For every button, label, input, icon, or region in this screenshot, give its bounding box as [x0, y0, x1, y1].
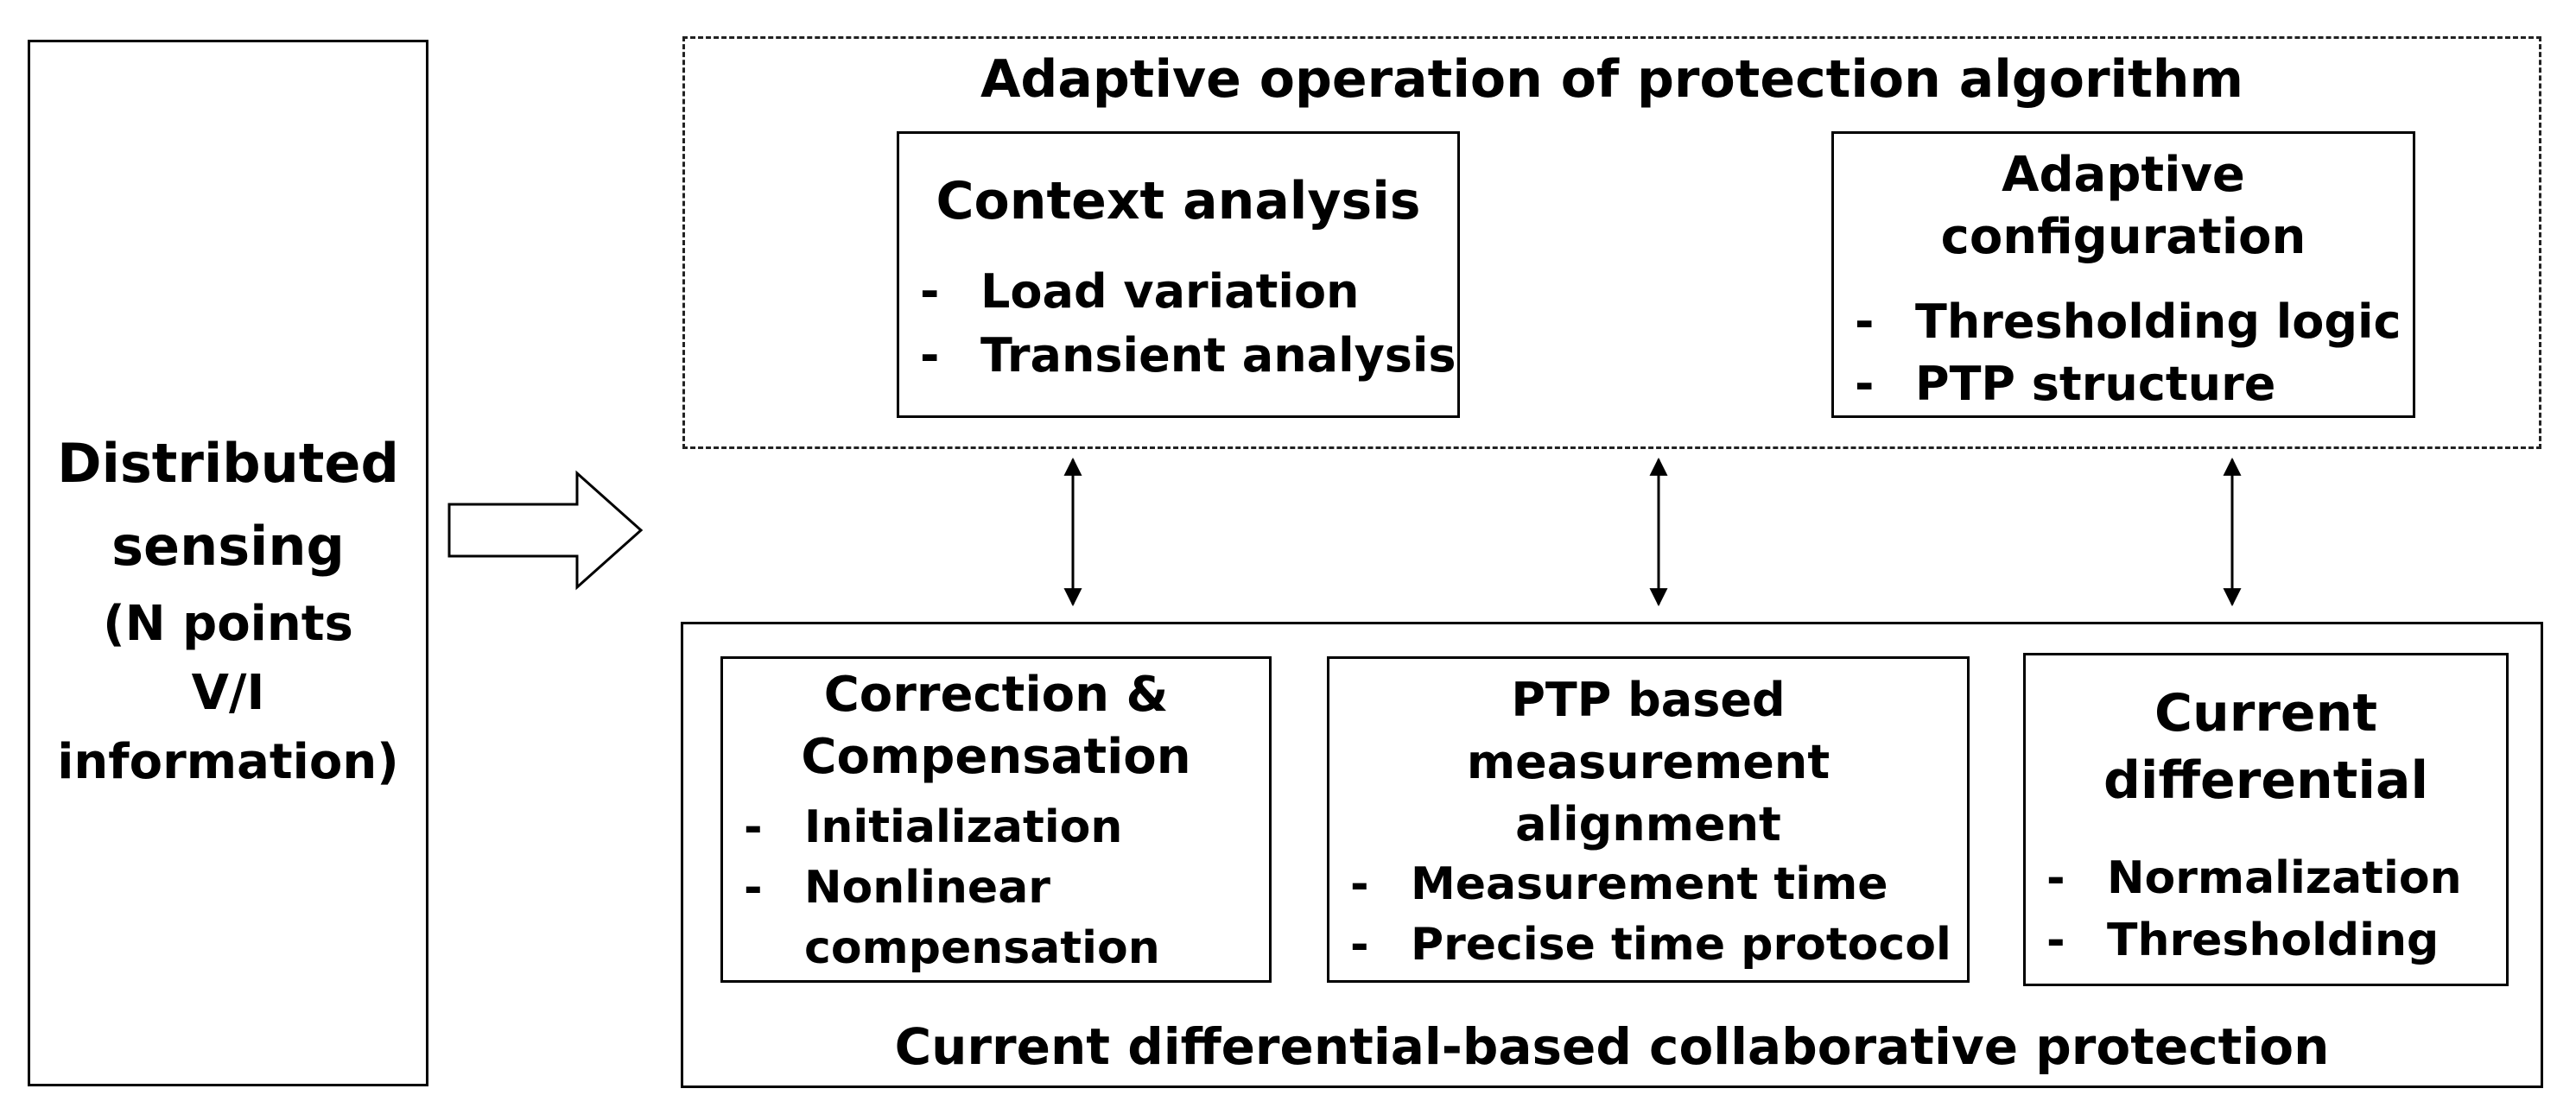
distributed-sensing-box: Distributed sensing (N points V/I inform… — [28, 40, 428, 1086]
ptp-alignment-box: PTP based measurement alignment -Measure… — [1327, 656, 1970, 983]
current-differential-box: Current differential -Normalization -Thr… — [2023, 653, 2509, 986]
list-item: -PTP structure — [1855, 357, 2276, 411]
list-item: -Initialization — [744, 801, 1123, 853]
context-analysis-title: Context analysis — [936, 171, 1421, 231]
adaptive-configuration-title: Adaptive configuration — [1940, 147, 2306, 265]
collaborative-protection-title: Current differential-based collaborative… — [894, 1017, 2330, 1076]
adaptive-configuration-box: Adaptive configuration -Thresholding log… — [1831, 131, 2415, 418]
ptp-alignment-list: -Measurement time -Precise time protocol — [1350, 854, 1951, 975]
list-item: compensation — [804, 922, 1160, 974]
distributed-sensing-subtitle: (N points V/I information) — [57, 596, 399, 790]
list-item: -Precise time protocol — [1350, 919, 1951, 971]
ptp-alignment-title: PTP based measurement alignment — [1466, 673, 1830, 851]
list-item: -Thresholding — [2046, 915, 2440, 966]
list-item: -Load variation — [920, 264, 1360, 319]
list-item: -Thresholding logic — [1855, 294, 2402, 349]
adaptive-configuration-list: -Thresholding logic -PTP structure — [1855, 291, 2402, 415]
list-item: -Nonlinear — [744, 862, 1050, 914]
context-analysis-box: Context analysis -Load variation -Transi… — [897, 131, 1460, 418]
distributed-sensing-title: Distributed sensing — [57, 432, 399, 578]
flow-arrow-icon — [447, 470, 644, 591]
context-analysis-list: -Load variation -Transient analysis — [920, 260, 1456, 388]
list-item: -Normalization — [2046, 852, 2462, 904]
adaptive-operation-title: Adaptive operation of protection algorit… — [980, 49, 2244, 110]
current-differential-list: -Normalization -Thresholding — [2046, 847, 2462, 972]
current-differential-title: Current differential — [2103, 683, 2429, 811]
list-item: -Transient analysis — [920, 328, 1456, 383]
correction-compensation-list: -Initialization -Nonlinear compensation — [744, 797, 1160, 978]
list-item: -Measurement time — [1350, 858, 1888, 910]
adaptive-operation-group — [682, 36, 2541, 449]
correction-compensation-title: Correction & Compensation — [801, 667, 1191, 785]
correction-compensation-box: Correction & Compensation -Initializatio… — [720, 656, 1272, 983]
